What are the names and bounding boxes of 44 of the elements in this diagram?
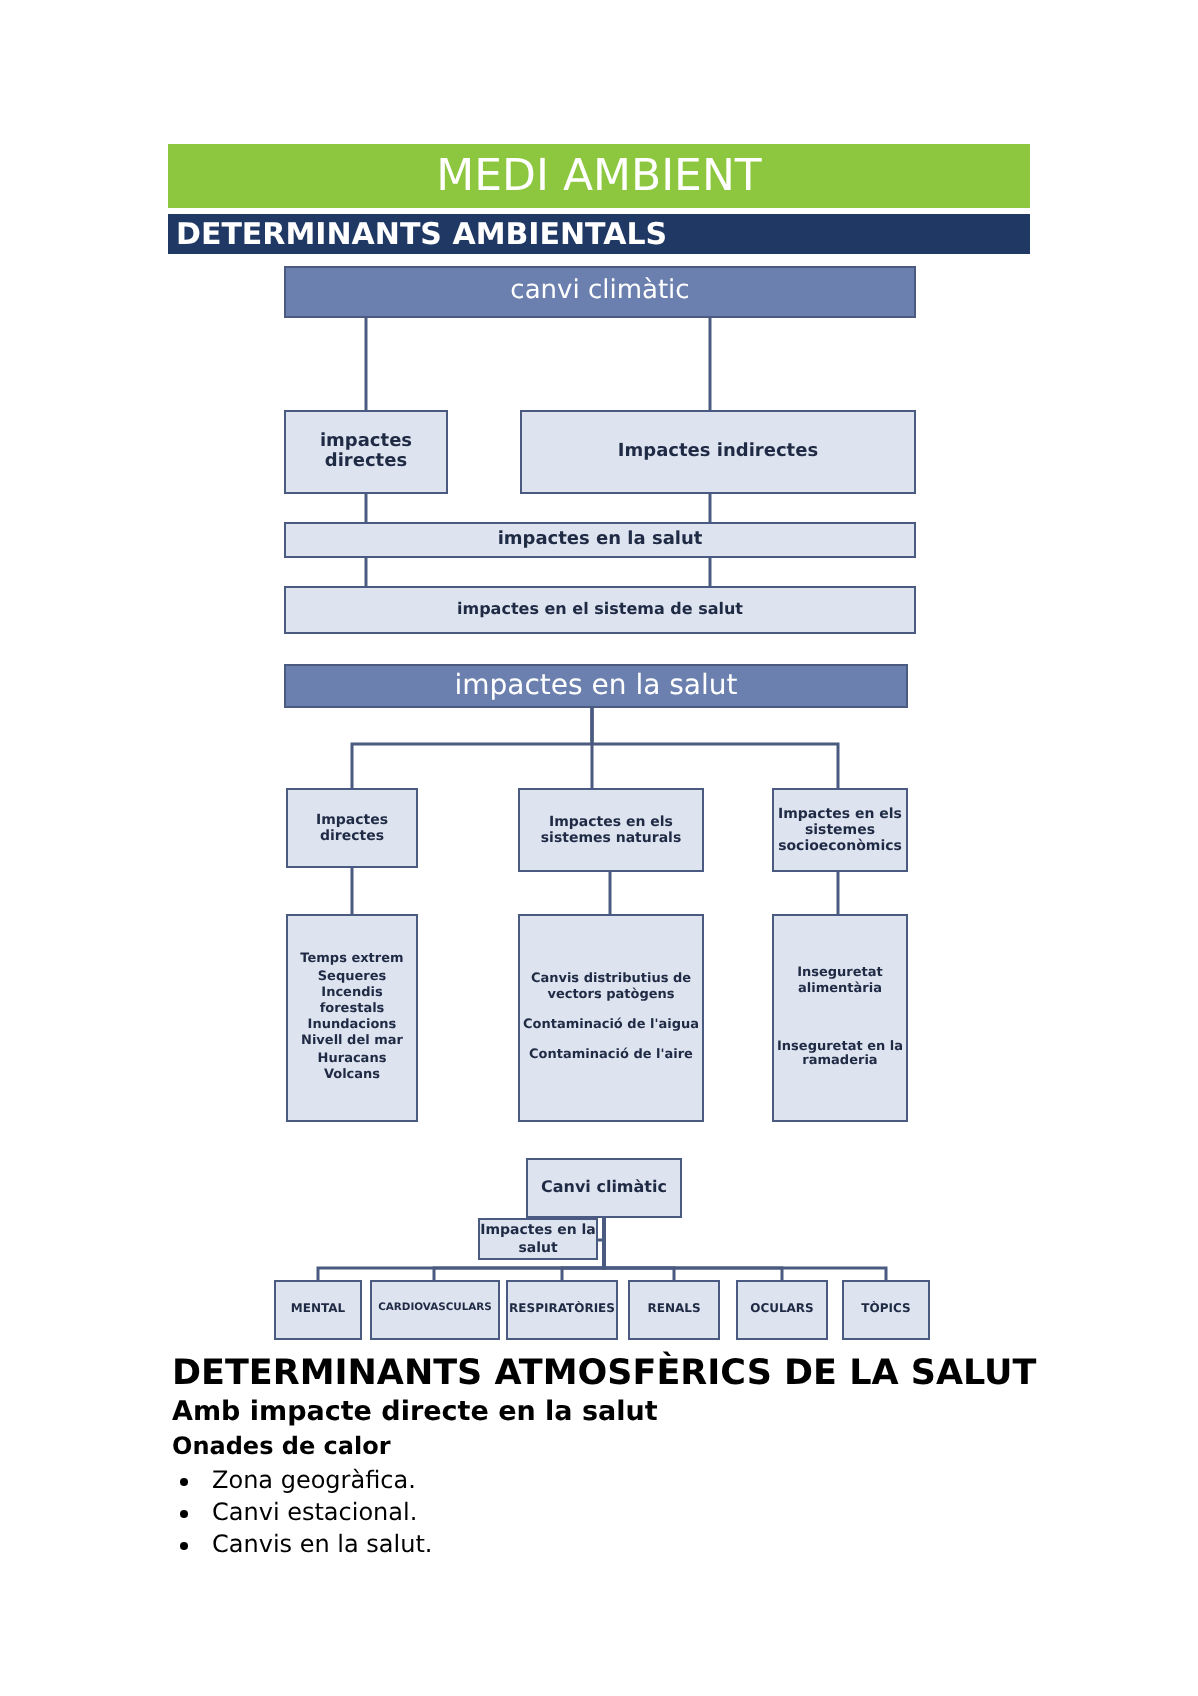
bullet-item: Canvi estacional. <box>212 1498 418 1526</box>
header-box <box>284 664 908 708</box>
process-box <box>506 1280 618 1340</box>
process-box <box>284 586 916 634</box>
process-box <box>274 1280 362 1340</box>
box-label: canvi climàtic <box>510 277 690 307</box>
connector-line <box>608 872 612 914</box>
process-box <box>628 1280 720 1340</box>
connector-line <box>708 318 712 410</box>
process-box <box>370 1280 500 1340</box>
title-banner: MEDI AMBIENT <box>168 144 1030 208</box>
bullet-item: Zona geogràfica. <box>212 1466 416 1494</box>
connector-line <box>364 318 368 410</box>
connector-line <box>708 494 712 522</box>
process-box <box>518 914 704 1122</box>
process-box <box>284 522 916 558</box>
process-box <box>518 788 704 872</box>
subheading: Onades de calor <box>172 1432 391 1460</box>
header-box <box>284 266 916 318</box>
process-box <box>772 914 908 1122</box>
process-box <box>286 914 418 1122</box>
connector-line <box>364 494 368 522</box>
connector-line <box>350 868 354 914</box>
box-label: impactes en la salut <box>497 529 703 551</box>
connector-line <box>708 558 712 586</box>
process-box <box>284 410 448 494</box>
box-label: impactes en el sistema de salut <box>457 600 743 620</box>
subheading: Amb impacte directe en la salut <box>172 1396 658 1428</box>
heading-band: DETERMINANTS AMBIENTALS <box>168 214 1030 254</box>
box-label: impactes en la salut <box>454 669 738 703</box>
box-label: Impactes indirectes <box>617 441 819 463</box>
process-box <box>736 1280 828 1340</box>
process-box <box>842 1280 930 1340</box>
process-box <box>772 788 908 872</box>
process-box <box>520 410 916 494</box>
box-label: Canvi climàtic <box>541 1178 667 1198</box>
section-heading: DETERMINANTS ATMOSFÈRICS DE LA SALUT <box>172 1354 1037 1394</box>
process-box <box>286 788 418 868</box>
connector-line <box>836 872 840 914</box>
bullet-item: Canvis en la salut. <box>212 1530 433 1558</box>
process-box <box>526 1158 682 1218</box>
box-label: impactes directes <box>317 431 415 473</box>
connector-line <box>590 708 840 788</box>
connector-line <box>364 558 368 586</box>
